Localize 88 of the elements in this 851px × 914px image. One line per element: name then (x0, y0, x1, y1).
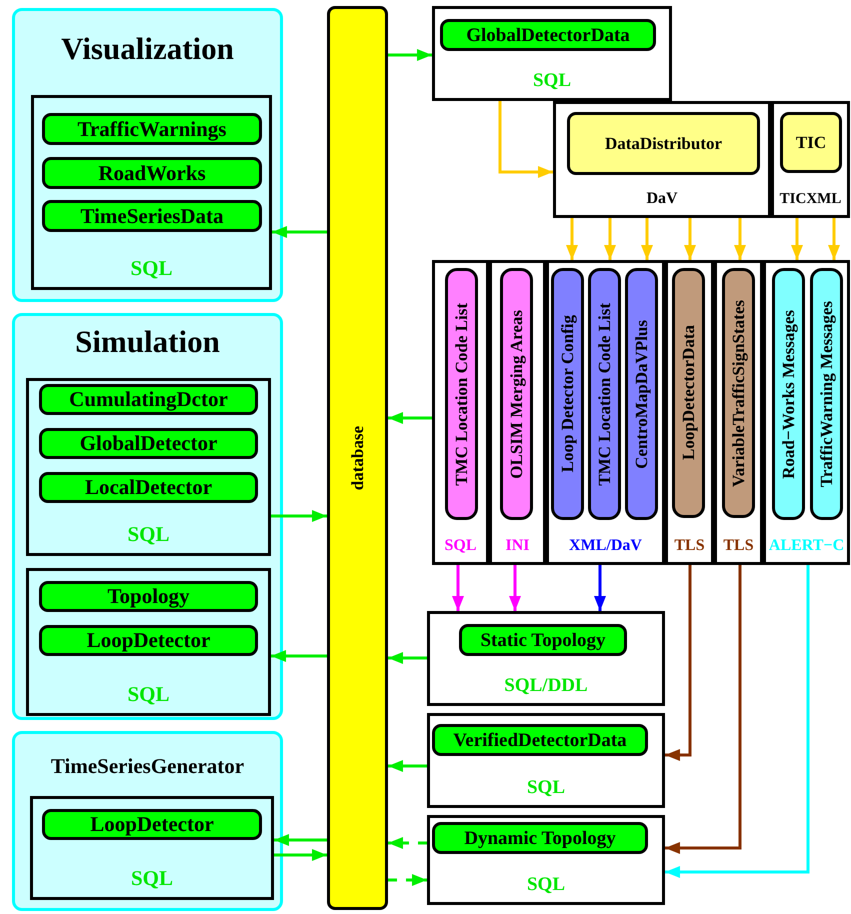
connector-arrow (684, 218, 696, 260)
connector-arrow (388, 874, 427, 886)
table-pill: DataDistributor (567, 112, 760, 175)
connector-arrow (274, 849, 327, 861)
format-label: XML/DaV (569, 538, 642, 554)
format-label: SQL (130, 868, 174, 889)
format-label: TICXML (780, 192, 842, 207)
panel-heading: Simulation (75, 326, 220, 357)
table-pill: CumulatingDctor (39, 384, 258, 415)
data-container-box (30, 796, 274, 900)
connector-arrow (498, 101, 553, 178)
table-pill: Static Topology (459, 624, 627, 656)
data-container-box (427, 815, 665, 905)
table-pill: LoopDetector (39, 625, 258, 656)
file-pill: CentroMapDaVPlus (625, 268, 658, 520)
data-container-box (432, 6, 672, 101)
table-pill: RoadWorks (42, 157, 262, 189)
table-pill: LocalDetector (39, 472, 258, 503)
data-container-box (489, 260, 546, 565)
table-pill: LoopDetector (42, 809, 262, 840)
connector-arrow (388, 652, 427, 664)
format-label: SQL (532, 71, 572, 90)
table-pill: TimeSeriesData (42, 200, 262, 232)
format-label: SQL (526, 778, 566, 797)
table-pill: Topology (39, 581, 258, 612)
connector-arrow (665, 565, 810, 878)
file-pill: OLSIM Merging Areas (500, 268, 533, 520)
format-label: SQL (526, 875, 566, 894)
file-pill: LoopDetectorData (672, 268, 705, 518)
data-container-box (553, 101, 771, 218)
data-container-box (771, 101, 850, 218)
format-label: ALERT−C (768, 538, 844, 554)
table-pill: TIC (780, 112, 842, 173)
connector-arrow (388, 760, 427, 772)
data-container-box (665, 260, 714, 565)
file-pill: Loop Detector Config (551, 268, 584, 520)
connector-arrow (388, 412, 432, 424)
data-container-box (714, 260, 763, 565)
connector-arrow (566, 218, 578, 260)
data-container-box (31, 95, 272, 290)
table-pill: GlobalDetectorData (440, 19, 656, 51)
connector-arrow (641, 218, 653, 260)
format-label: SQL (130, 258, 173, 279)
format-label: DaV (646, 191, 678, 207)
file-pill: Road−Works Messages (772, 268, 805, 520)
connector-arrow (604, 218, 616, 260)
connector-arrow (665, 565, 692, 761)
data-container-box (427, 611, 665, 706)
data-container-box (763, 260, 850, 565)
data-container-box (432, 260, 489, 565)
data-container-box (546, 260, 665, 565)
connector-arrow (271, 650, 327, 662)
file-pill: TMC Location Code List (445, 268, 478, 520)
connector-arrow (594, 565, 606, 611)
connector-arrow (274, 834, 327, 846)
format-label: SQL/DDL (504, 676, 588, 695)
module-panel (12, 731, 283, 911)
format-label: SQL (444, 538, 476, 554)
database-bar: database (327, 6, 388, 910)
connector-arrow (272, 226, 327, 238)
format-label: TLS (674, 538, 705, 554)
table-pill: TrafficWarnings (42, 113, 262, 145)
file-pill: VariableTrafficSignStates (722, 268, 755, 518)
connector-arrow (452, 565, 464, 611)
format-label: SQL (127, 524, 170, 545)
table-pill: GlobalDetector (39, 428, 258, 459)
connector-arrow (509, 565, 521, 611)
panel-heading: TimeSeriesGenerator (50, 756, 244, 777)
file-pill: TrafficWarning Messages (810, 268, 843, 520)
module-panel (12, 8, 283, 302)
table-pill: VerifiedDetectorData (432, 724, 648, 756)
data-container-box (26, 568, 271, 716)
format-label: SQL (127, 684, 170, 705)
connector-arrow (665, 565, 742, 854)
connector-arrow (271, 510, 327, 522)
connector-arrow (791, 218, 803, 260)
connector-arrow (388, 49, 432, 61)
connector-arrow (388, 837, 427, 849)
format-label: INI (506, 538, 530, 554)
data-container-box (427, 713, 665, 808)
table-pill: Dynamic Topology (432, 822, 648, 854)
panel-heading: Visualization (61, 33, 234, 64)
connector-arrow (734, 218, 746, 260)
module-panel (12, 313, 283, 720)
format-label: TLS (723, 538, 754, 554)
file-pill: TMC Location Code List (588, 268, 621, 520)
connector-arrow (828, 218, 840, 260)
data-container-box (26, 378, 271, 556)
